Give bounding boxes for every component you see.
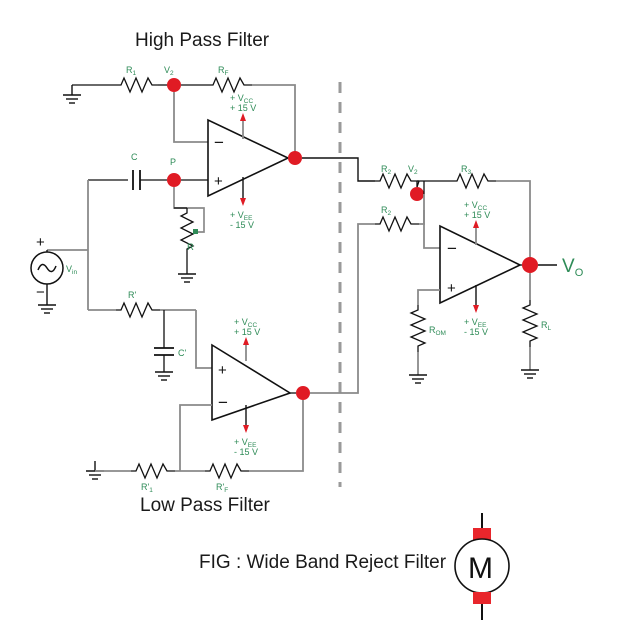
wire-noninverting-to-rom (417, 289, 440, 305)
motor-watermark: M (454, 513, 510, 620)
label-vee-value-lpf: - 15 V (234, 447, 258, 457)
label-rf-prime: R'F (216, 482, 228, 494)
arrow-vee-lpf (243, 425, 249, 433)
wire-feedback-hpf (252, 84, 296, 158)
resistor-r1 (116, 76, 158, 94)
arrow-vcc-hpf (240, 113, 246, 121)
wire-v2-to-inverting-input-hpf (173, 92, 208, 143)
wire-rfprime-to-output (249, 400, 304, 472)
label-vin: Vin (66, 264, 77, 276)
node-v2-summing (410, 187, 424, 201)
resistor-r2-top (375, 172, 419, 190)
opamp-hpf-inverting-sign: − (214, 133, 224, 152)
label-vcc-lpf: + VCC (234, 317, 257, 329)
label-vee-value-hpf: - 15 V (230, 220, 254, 230)
label-r3: R3 (461, 164, 472, 176)
label-vo: VO (562, 256, 584, 279)
pot-wiper (193, 229, 198, 234)
label-vcc-hpf: + VCC (230, 93, 253, 105)
label-vee-summing: + VEE (464, 317, 487, 329)
node-lpf-output (296, 386, 310, 400)
motor-bottom-terminal (473, 592, 491, 604)
ac-source-waveform (37, 263, 57, 273)
ground-symbol-source (38, 304, 56, 314)
label-p: P (170, 157, 176, 167)
wire-r3-to-output (496, 180, 531, 265)
motor-top-terminal (473, 528, 491, 540)
high-pass-filter-section: R1 V2 RF − + + VCC + 15 V + VEE - 15 V (63, 65, 302, 283)
label-vcc-value-summing: + 15 V (464, 210, 490, 220)
resistor-pot-r (179, 208, 195, 255)
label-r-prime: R' (128, 290, 136, 300)
ground-symbol-cprime (155, 371, 173, 381)
label-vee-hpf: + VEE (230, 210, 253, 222)
wire-hpf-to-r2-top (302, 157, 375, 182)
ground-symbol-rom (409, 374, 427, 384)
label-rl: RL (541, 320, 552, 332)
wire-pot-wiper-jumper (173, 187, 205, 233)
label-r2-top: R2 (381, 164, 392, 176)
arrow-vee-summing (473, 305, 479, 313)
label-rom: ROM (429, 325, 446, 337)
label-rf: RF (218, 65, 229, 77)
low-pass-filter-section: R' C' + − + VCC + 15 V + VEE - 15 V (86, 290, 310, 494)
label-vee-value-summing: - 15 V (464, 327, 488, 337)
wire-inverting-node-lpf (179, 404, 212, 471)
arrow-vcc-summing (473, 220, 479, 228)
label-vee-lpf: + VEE (234, 437, 257, 449)
resistor-r1-prime (131, 462, 175, 480)
low-pass-filter-title: Low Pass Filter (140, 495, 271, 516)
motor-letter: M (468, 552, 493, 585)
opamp-hpf (207, 118, 290, 198)
resistor-r-prime (116, 301, 160, 319)
ground-symbol-pot (178, 273, 196, 283)
label-v2-summing: V2 (408, 164, 418, 176)
opamp-summing (439, 224, 522, 305)
opamp-summing-inverting-sign: − (447, 239, 457, 258)
node-p (167, 173, 181, 187)
arrow-vee-hpf (240, 198, 246, 206)
resistor-rom (409, 305, 427, 352)
node-output-vo (522, 257, 538, 273)
source-plus-sign: + (36, 234, 45, 251)
node-hpf-output (288, 151, 302, 165)
source-minus-sign: − (36, 284, 45, 301)
ground-symbol-hpf-input (63, 85, 81, 104)
opamp-lpf-inverting-sign: − (218, 393, 228, 412)
opamp-summing-noninverting-sign: + (447, 280, 456, 297)
high-pass-filter-title: High Pass Filter (135, 30, 270, 51)
resistor-rl (521, 300, 539, 347)
resistor-rf-prime (205, 462, 249, 480)
opamp-hpf-noninverting-sign: + (214, 173, 223, 190)
resistor-r2-bottom (375, 215, 419, 233)
ground-symbol-rl (521, 369, 539, 379)
label-vcc-value-hpf: + 15 V (230, 103, 256, 113)
wire-lpf-to-r2-bottom (310, 223, 375, 394)
arrow-vcc-lpf (243, 337, 249, 345)
label-c: C (131, 152, 138, 162)
label-vcc-value-lpf: + 15 V (234, 327, 260, 337)
label-vcc-summing: + VCC (464, 200, 487, 212)
wire-v2-to-inverting-summing (423, 210, 440, 249)
label-r2-bottom: R2 (381, 205, 392, 217)
opamp-lpf-noninverting-sign: + (218, 362, 227, 379)
label-r1: R1 (126, 65, 137, 77)
label-pot-r: R (187, 242, 194, 253)
node-v2-hpf (167, 78, 181, 92)
summing-amplifier-section: R2 V2 R3 R2 − + + VCC + 15 V + VEE - 15 … (302, 157, 584, 394)
resistor-r3 (452, 172, 496, 190)
label-r1-prime: R'1 (141, 482, 153, 494)
input-source-section: + − Vin (30, 180, 89, 314)
label-v2-hpf: V2 (164, 65, 174, 77)
figure-caption: FIG : Wide Band Reject Filter (199, 552, 447, 573)
opamp-lpf (211, 343, 292, 422)
wire-to-noninverting-lpf (195, 310, 212, 369)
label-c-prime: C' (178, 348, 186, 358)
resistor-rf (208, 76, 252, 94)
